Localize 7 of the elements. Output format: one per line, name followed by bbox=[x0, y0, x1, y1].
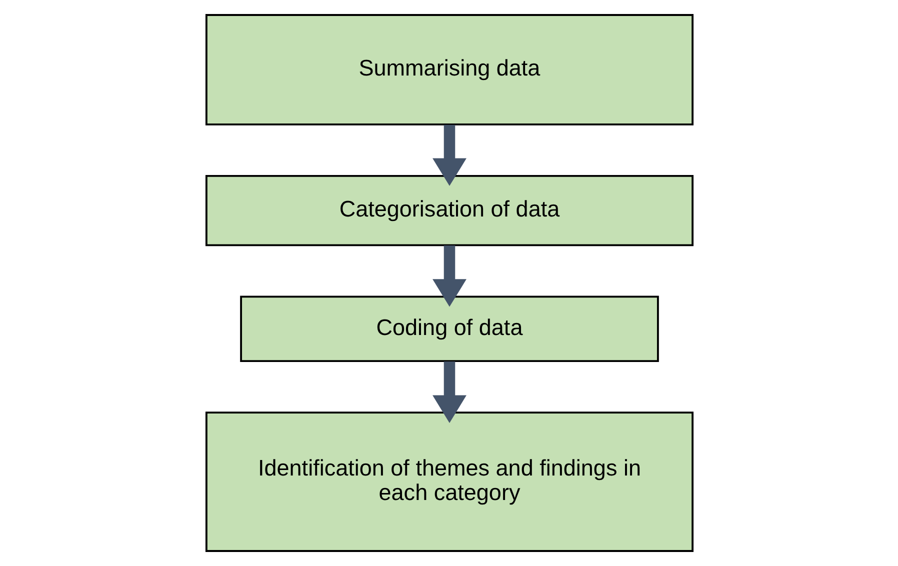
arrow bbox=[432, 124, 466, 186]
arrow bbox=[432, 245, 466, 307]
arrow bbox=[432, 362, 466, 423]
node-box: Coding of data bbox=[240, 296, 658, 362]
node-box: Categorisation of data bbox=[204, 175, 694, 246]
node-box: Identification of themes and findings in each category bbox=[204, 412, 694, 552]
node-box: Summarising data bbox=[204, 14, 694, 126]
